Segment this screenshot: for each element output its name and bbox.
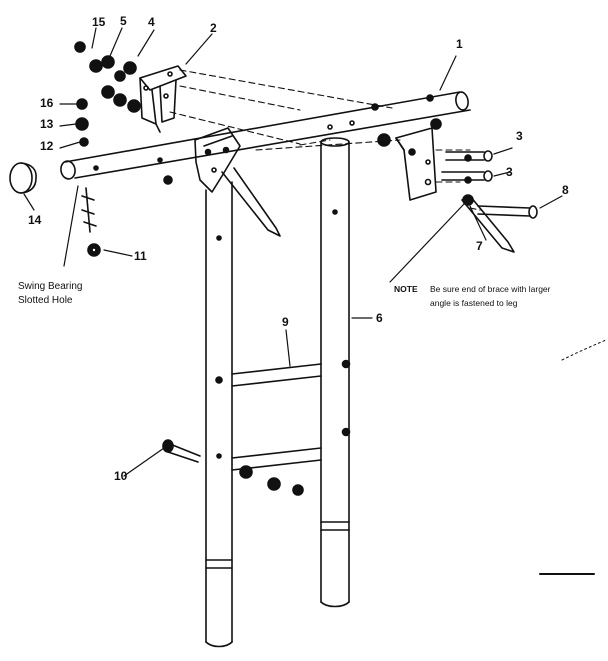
upper-fitting xyxy=(139,65,187,133)
callout-16: 16 xyxy=(40,96,54,110)
rear-leg xyxy=(320,137,351,608)
end-cap xyxy=(9,162,37,194)
side-brace xyxy=(461,194,515,253)
callout-13: 13 xyxy=(40,117,54,131)
callout-11: 11 xyxy=(134,249,147,263)
slotted-hole-caption: Slotted Hole xyxy=(18,295,73,306)
callout-2: 2 xyxy=(210,21,217,35)
callout-3-lower: 3 xyxy=(506,165,513,179)
callout-7: 7 xyxy=(476,239,483,253)
callout-1: 1 xyxy=(456,37,463,51)
callout-6: 6 xyxy=(376,311,383,325)
swing-bearing-caption: Swing Bearing xyxy=(18,281,83,292)
front-leg xyxy=(205,181,233,648)
callout-5: 5 xyxy=(120,14,127,28)
callout-12: 12 xyxy=(40,139,54,153)
callout-15: 15 xyxy=(92,15,106,29)
ladder-rungs xyxy=(231,363,322,471)
note-line-2: angle is fastened to leg xyxy=(430,298,518,308)
margin-marks xyxy=(539,339,607,575)
right-fitting xyxy=(395,127,437,201)
note-line-1: Be sure end of brace with larger xyxy=(430,284,551,294)
callout-14: 14 xyxy=(28,213,42,227)
top-beam xyxy=(60,91,471,180)
callout-10: 10 xyxy=(114,469,128,483)
callout-4: 4 xyxy=(148,15,155,29)
callout-3-upper: 3 xyxy=(516,129,523,143)
note-label: NOTE xyxy=(394,284,418,294)
hardware xyxy=(74,41,472,496)
center-brace xyxy=(221,167,281,237)
callout-8: 8 xyxy=(562,183,569,197)
swing-hanger xyxy=(81,187,101,257)
leader-lines xyxy=(23,27,563,477)
callout-9: 9 xyxy=(282,315,289,329)
center-bracket xyxy=(194,127,241,193)
